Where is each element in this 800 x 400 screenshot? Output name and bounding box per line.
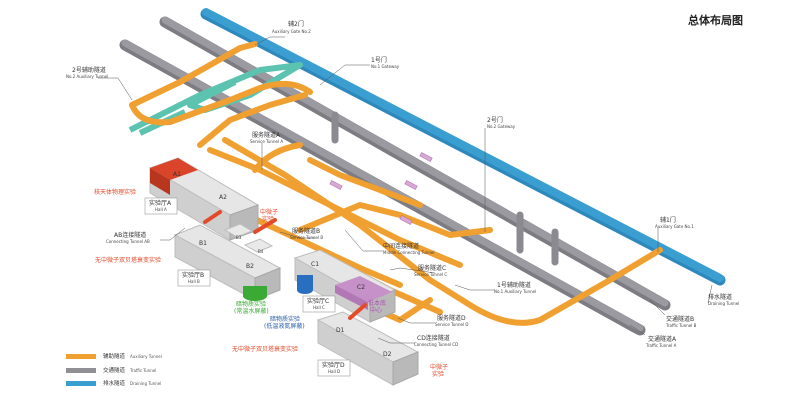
svg-text:Traffic Tunnel: Traffic Tunnel <box>129 368 156 373</box>
label-neutrino-d-1: 中微子 <box>430 363 448 371</box>
label-draining: 排水隧道 <box>708 293 732 301</box>
label-dark-matter-c-1: 暗物质实验 <box>270 315 300 323</box>
label-aux-gate-2-en: Auxiliary Gate No.2 <box>272 29 311 34</box>
label-service-b-en: Service Tunnel B <box>290 235 323 240</box>
label-nuclear-astro: 核天体物理实验 <box>94 188 136 196</box>
label-service-a: 服务隧道A <box>252 131 281 139</box>
label-middle-conn: 中间连接隧道 <box>383 242 419 250</box>
label-traffic-b-en: Traffic Tunnel B <box>665 323 697 328</box>
red-stubs <box>203 210 367 320</box>
label-service-b: 服务隧道B <box>292 227 320 235</box>
legend-swatch-draining <box>66 381 96 386</box>
label-low-bg-1: 低本底 <box>368 299 386 307</box>
label-gate-1-en: No.1 Gateway <box>371 64 400 69</box>
label-aux-gate-1-en: Auxiliary Gate No.1 <box>655 224 694 229</box>
hall-d <box>316 311 420 386</box>
label-double-beta-b: 无中微子双贝塔衰变实验 <box>95 256 161 264</box>
block-b4: B4 <box>258 249 264 254</box>
diagram-title: 总体布局图 <box>688 13 743 27</box>
svg-text:Hall D: Hall D <box>328 369 340 374</box>
traffic-tunnel-b <box>159 16 671 311</box>
svg-text:实验厅A: 实验厅A <box>149 199 172 207</box>
label-service-a-en: Service Tunnel A <box>250 139 283 144</box>
svg-text:辅助隧道: 辅助隧道 <box>103 352 126 360</box>
block-b1: B1 <box>199 240 207 247</box>
label-ab-conn-en: Connecting Tunnel AB <box>106 239 150 244</box>
hall-b <box>173 224 282 301</box>
block-b3: B3 <box>236 235 242 240</box>
label-dark-matter-c-2: (低温液氮屏蔽) <box>264 322 305 330</box>
block-a1: A1 <box>173 171 181 178</box>
label-traffic-a-en: Traffic Tunnel A <box>645 343 677 348</box>
label-cd-conn-en: Connecting Tunnel CD <box>414 342 458 347</box>
label-gate-2: 2号门 <box>487 116 503 124</box>
svg-text:Auxiliary Tunnel: Auxiliary Tunnel <box>130 354 162 359</box>
block-d1: D1 <box>336 327 345 334</box>
traffic-connectors <box>331 111 559 266</box>
svg-text:Hall A: Hall A <box>155 207 167 212</box>
svg-text:Draining Tunnel: Draining Tunnel <box>130 381 161 386</box>
svg-text:实验厅B: 实验厅B <box>182 271 204 279</box>
label-neutrino-a-2: 实验 <box>262 215 274 223</box>
label-traffic-a: 交通隧道A <box>648 335 677 343</box>
label-aux-tunnel-1: 1号辅助隧道 <box>497 281 531 289</box>
label-gate-2-en: No.2 Gateway <box>487 124 516 129</box>
label-aux-tunnel-1-en: No.1 Auxiliary Tunnel <box>494 289 536 294</box>
label-ab-conn: AB连接隧道 <box>114 231 146 239</box>
label-cd-conn: CD连接隧道 <box>417 334 450 342</box>
label-dark-matter-b-2: (常温水屏蔽) <box>234 307 269 315</box>
block-a2: A2 <box>219 194 227 201</box>
label-service-d-en: Service Tunnel D <box>435 322 468 327</box>
hall-d-tag: 实验厅D Hall D <box>317 359 351 377</box>
label-middle-conn-en: Middle Connecting Tunnel <box>383 250 435 255</box>
svg-text:排水隧道: 排水隧道 <box>103 379 126 387</box>
legend-swatch-traffic <box>66 368 96 373</box>
svg-text:交通隧道: 交通隧道 <box>103 366 126 374</box>
legend: 辅助隧道 Auxiliary Tunnel 交通隧道 Traffic Tunne… <box>66 352 162 387</box>
label-aux-tunnel-2: 2号辅助隧道 <box>72 66 106 74</box>
label-draining-en: Draining Tunnel <box>708 301 739 306</box>
label-aux-gate-2: 辅2门 <box>288 20 304 28</box>
label-neutrino-a-1: 中微子 <box>260 208 278 216</box>
block-c2: C2 <box>357 284 365 291</box>
label-service-c: 服务隧道C <box>418 264 446 272</box>
label-service-d: 服务隧道D <box>437 314 466 322</box>
label-gate-1: 1号门 <box>371 56 387 64</box>
hall-b-small-chambers <box>223 223 274 253</box>
label-neutrino-d-2: 实验 <box>432 370 444 378</box>
svg-text:Hall C: Hall C <box>313 305 325 310</box>
leader-lines <box>98 36 713 344</box>
tunnel-markers <box>329 152 433 225</box>
hall-c-tag: 实验厅C Hall C <box>302 295 336 313</box>
label-low-bg-2: 中心 <box>370 306 382 314</box>
hall-c <box>293 249 397 323</box>
svg-text:Hall B: Hall B <box>188 279 200 284</box>
block-b2: B2 <box>246 263 254 270</box>
hall-a-tag: 实验厅A Hall A <box>144 197 178 215</box>
label-service-c-en: Service Tunnel C <box>414 272 447 277</box>
svg-text:实验厅D: 实验厅D <box>322 361 345 369</box>
label-double-beta-d: 无中微子双贝塔衰变实验 <box>232 345 298 353</box>
svg-text:实验厅C: 实验厅C <box>307 297 329 305</box>
label-dark-matter-b-1: 暗物质实验 <box>236 300 266 308</box>
block-d2: D2 <box>383 351 392 358</box>
legend-swatch-auxiliary <box>66 354 96 359</box>
draining-tunnel <box>200 8 726 286</box>
hall-b-tag: 实验厅B Hall B <box>177 269 211 287</box>
label-aux-tunnel-2-en: No.2 Auxiliary Tunnel <box>66 74 108 79</box>
block-c1: C1 <box>311 261 319 268</box>
label-aux-gate-1: 辅1门 <box>660 216 676 224</box>
auxiliary-tunnels <box>129 41 663 326</box>
label-traffic-b: 交通隧道B <box>666 315 694 323</box>
